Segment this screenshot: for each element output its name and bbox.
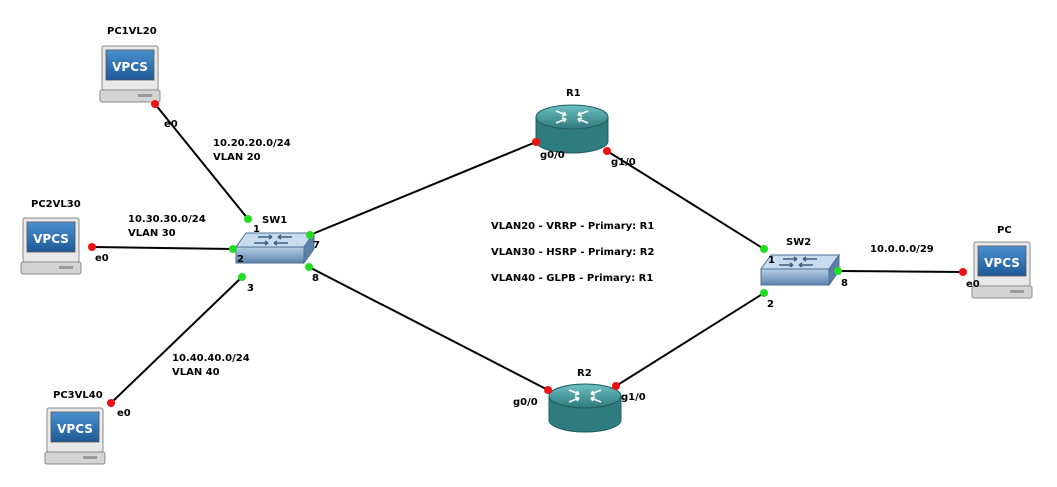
switch-node-sw2[interactable]: SW2 — [760, 237, 840, 286]
subnet-annotations: 10.20.20.0/24 VLAN 20 10.30.30.0/24 VLAN… — [128, 138, 934, 378]
subnet-vlan20-net: 10.20.20.0/24 — [213, 138, 291, 149]
subnet-vlan40-vlan: VLAN 40 — [172, 367, 220, 378]
node-label-r2: R2 — [577, 368, 592, 379]
port-dot-pc-e0[interactable] — [959, 268, 967, 276]
port-dot-sw2-1[interactable] — [760, 245, 768, 253]
port-dot-sw1-1[interactable] — [244, 215, 252, 223]
link-sw1-r2[interactable] — [308, 266, 549, 391]
port-dot-sw2-2[interactable] — [760, 289, 768, 297]
note-line: VLAN40 - GLPB - Primary: R1 — [491, 273, 653, 284]
note-line: VLAN20 - VRRP - Primary: R1 — [491, 221, 654, 232]
port-label: g1/0 — [621, 392, 646, 403]
vpcs-pc-icon: VPCS — [99, 45, 161, 103]
pc-screen-text: VPCS — [57, 422, 93, 436]
port-dot-r2-g10[interactable] — [612, 382, 620, 390]
port-label: e0 — [117, 408, 131, 419]
node-label-pc: PC — [997, 225, 1012, 236]
pc-screen-text: VPCS — [112, 60, 148, 74]
subnet-pc-net: 10.0.0.0/29 — [870, 244, 934, 255]
port-label: 2 — [237, 254, 244, 265]
port-label: g0/0 — [513, 397, 538, 408]
node-label-sw1: SW1 — [262, 215, 287, 226]
port-dot-r2-g00[interactable] — [544, 386, 552, 394]
port-label: e0 — [966, 279, 980, 290]
subnet-vlan40-net: 10.40.40.0/24 — [172, 353, 250, 364]
node-label-r1: R1 — [566, 88, 581, 99]
pc-screen-text: VPCS — [984, 256, 1020, 270]
port-label: g1/0 — [611, 157, 636, 168]
node-label-pc3: PC3VL40 — [53, 390, 103, 401]
port-dot-sw2-8[interactable] — [834, 267, 842, 275]
port-dot-pc1-e0[interactable] — [151, 100, 159, 108]
port-label: 3 — [247, 283, 254, 294]
subnet-vlan30-vlan: VLAN 30 — [128, 228, 176, 239]
pc-node-pc2[interactable]: PC2VL30 VPCS — [20, 199, 82, 275]
node-label-pc2: PC2VL30 — [31, 199, 81, 210]
pc-node-pc1[interactable]: PC1VL20 VPCS — [99, 26, 161, 103]
note-line: VLAN30 - HSRP - Primary: R2 — [491, 247, 654, 258]
port-dot-pc3-e0[interactable] — [107, 399, 115, 407]
router-node-r2[interactable]: R2 — [548, 368, 622, 433]
port-dot-sw1-2[interactable] — [229, 245, 237, 253]
router-icon — [548, 383, 622, 433]
vpcs-pc-icon: VPCS — [20, 217, 82, 275]
subnet-vlan20-vlan: VLAN 20 — [213, 152, 261, 163]
port-dot-r1-g00[interactable] — [532, 138, 540, 146]
links — [91, 103, 964, 404]
router-icon — [535, 104, 609, 154]
vpcs-pc-icon: VPCS — [44, 407, 106, 465]
fhrp-notes: VLAN20 - VRRP - Primary: R1 VLAN30 - HSR… — [491, 221, 654, 284]
port-dot-sw1-7[interactable] — [306, 231, 314, 239]
link-sw1-r1[interactable] — [309, 141, 537, 236]
port-label: 8 — [312, 273, 319, 284]
vpcs-pc-icon: VPCS — [971, 241, 1033, 299]
port-dots — [88, 100, 967, 407]
port-label: e0 — [164, 119, 178, 130]
switch-icon — [235, 232, 315, 264]
port-label: 1 — [768, 255, 775, 266]
switch-node-sw1[interactable]: SW1 — [235, 215, 315, 264]
port-label: e0 — [95, 253, 109, 264]
port-labels: e0 e0 e0 e0 1 2 3 7 8 1 2 8 g0/0 g1/0 g0… — [95, 119, 980, 419]
node-label-sw2: SW2 — [786, 237, 811, 248]
link-r2-sw2[interactable] — [615, 292, 765, 387]
port-label: 8 — [841, 278, 848, 289]
link-r1-sw2[interactable] — [606, 150, 765, 250]
node-label-pc1: PC1VL20 — [107, 26, 157, 37]
port-dot-pc2-e0[interactable] — [88, 243, 96, 251]
link-pc2-sw1[interactable] — [91, 246, 234, 250]
subnet-vlan30-net: 10.30.30.0/24 — [128, 214, 206, 225]
port-label: g0/0 — [540, 150, 565, 161]
port-label: 2 — [767, 299, 774, 310]
port-dot-sw1-3[interactable] — [238, 273, 246, 281]
link-sw2-pc[interactable] — [837, 270, 964, 273]
port-label: 7 — [313, 240, 320, 251]
pc-node-pc3[interactable]: PC3VL40 VPCS — [44, 390, 106, 465]
link-pc3-sw1[interactable] — [110, 276, 243, 404]
pc-screen-text: VPCS — [33, 232, 69, 246]
port-dot-sw1-8[interactable] — [305, 263, 313, 271]
port-label: 1 — [253, 224, 260, 235]
link-pc1-sw1[interactable] — [154, 103, 249, 220]
port-dot-r1-g10[interactable] — [603, 147, 611, 155]
router-node-r1[interactable]: R1 — [535, 88, 609, 154]
pc-node-pc[interactable]: PC VPCS — [971, 225, 1033, 299]
